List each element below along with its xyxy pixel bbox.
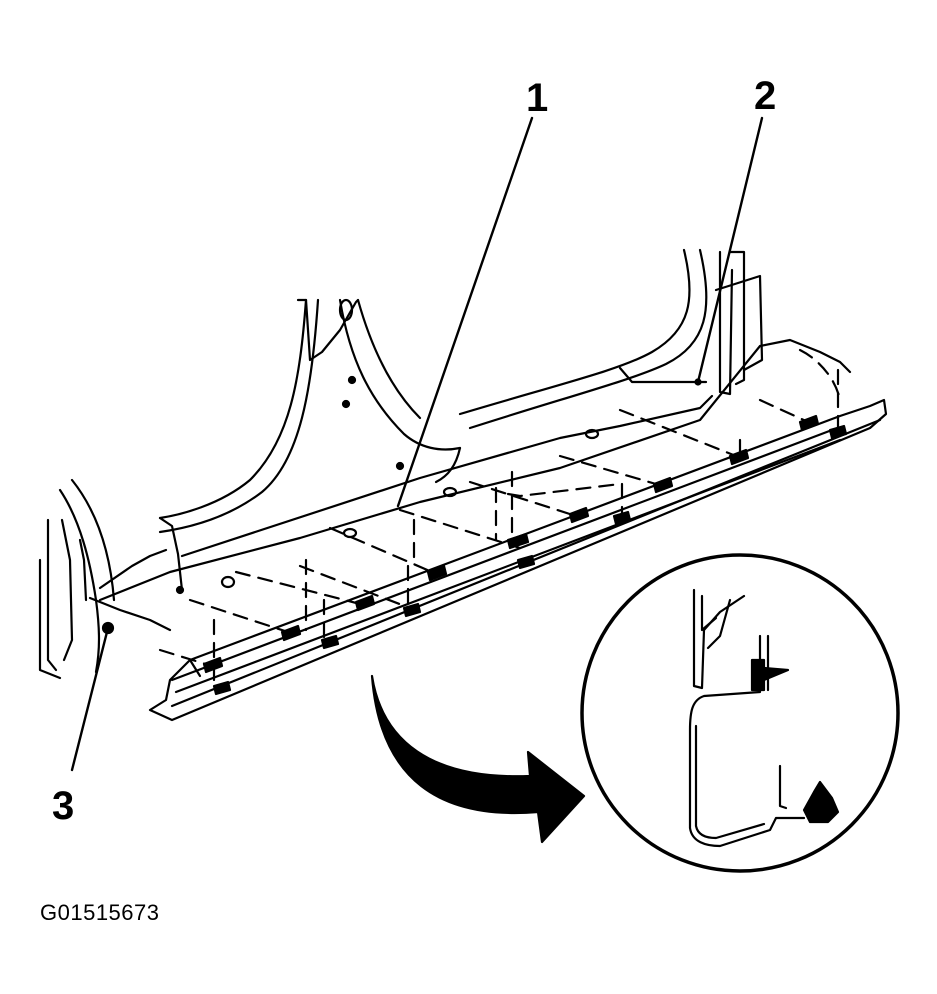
alignment-dashes	[158, 348, 842, 682]
leader-line-1	[396, 116, 534, 508]
callout-2: 2	[754, 74, 777, 118]
detail-arrow	[370, 674, 586, 844]
detail-view	[580, 553, 900, 873]
leader-lines	[70, 116, 764, 772]
callout-1: 1	[526, 76, 549, 120]
retainer-clips	[202, 414, 848, 696]
figure-id: G01515673	[40, 900, 160, 925]
vehicle-body-side	[38, 248, 852, 680]
callout-3: 3	[52, 784, 75, 828]
leader-line-2	[696, 116, 764, 384]
leader-line-3	[70, 626, 110, 772]
